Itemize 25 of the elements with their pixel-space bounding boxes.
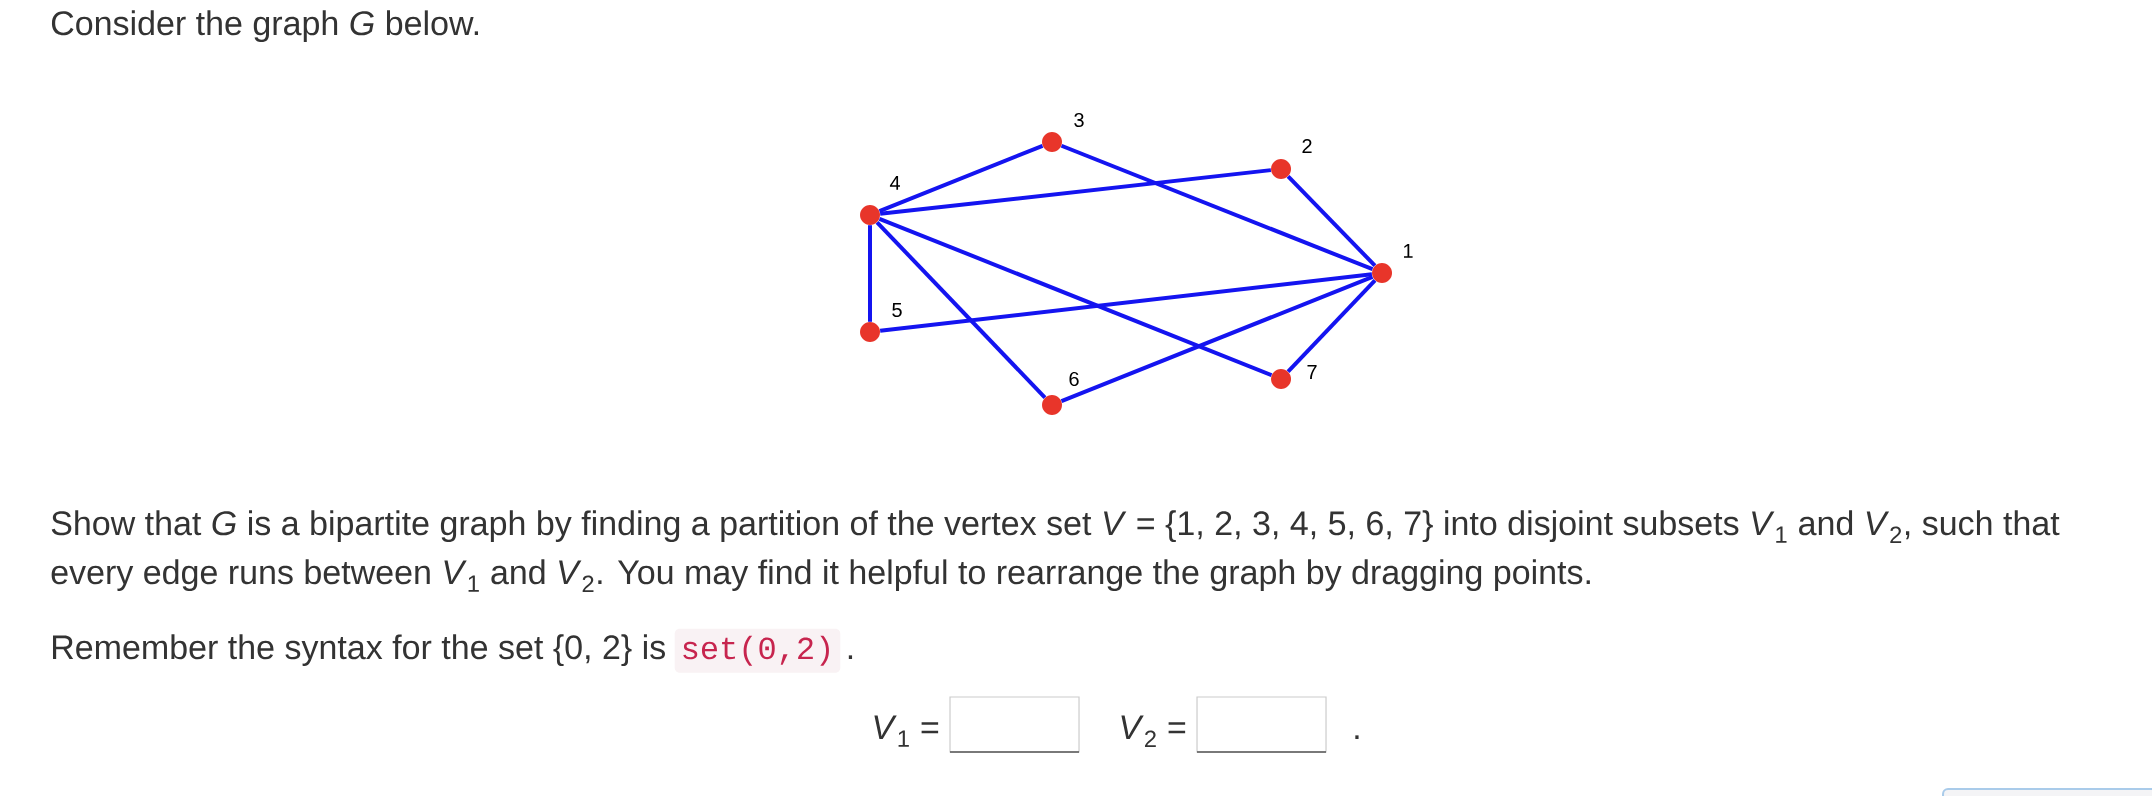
graph-edge (878, 216, 1273, 378)
math-label: V$_{1}$ = (874, 715, 939, 747)
code-snippet: set(0,2) (674, 628, 841, 673)
vertex-label: 2 (1302, 139, 1312, 153)
graph-edge (878, 143, 1044, 214)
graph-edge (1286, 174, 1377, 268)
graph-edge (879, 168, 1272, 216)
graph-edge (875, 220, 1047, 399)
vertex-label: 6 (1069, 371, 1079, 387)
vertex-label: 7 (1307, 365, 1317, 379)
vertex-label: 3 (1074, 112, 1084, 128)
graph-edge (1060, 143, 1374, 272)
question-text: Show that G is a bipartite graph by finding a partition of the vertex set V = {1, 2, 3, 4, 5, 6, 7} into disjoint subsets V$_{1}$ and V$_{2}$, such that every edge runs between V$_{1}$ and V$_{2}$. You may find it helpful to rearrange the graph by dragging points. (51, 510, 2060, 593)
graph-edge (868, 225, 872, 322)
full-stop: . (848, 655, 853, 659)
vertex-label: 4 (889, 176, 900, 190)
question-text: Consider the graph G below. (51, 10, 478, 43)
question-text: Remember the syntax for the set {0, 2} is (53, 634, 665, 667)
graph-edge (1060, 274, 1374, 404)
full-stop: . (1355, 735, 1359, 739)
vertex-label: 1 (1404, 244, 1413, 258)
math-label: V$_{2}$ = (1121, 715, 1186, 748)
vertex-label: 5 (892, 303, 902, 317)
graph-edge (879, 272, 1373, 333)
graph-edge (1286, 279, 1377, 373)
